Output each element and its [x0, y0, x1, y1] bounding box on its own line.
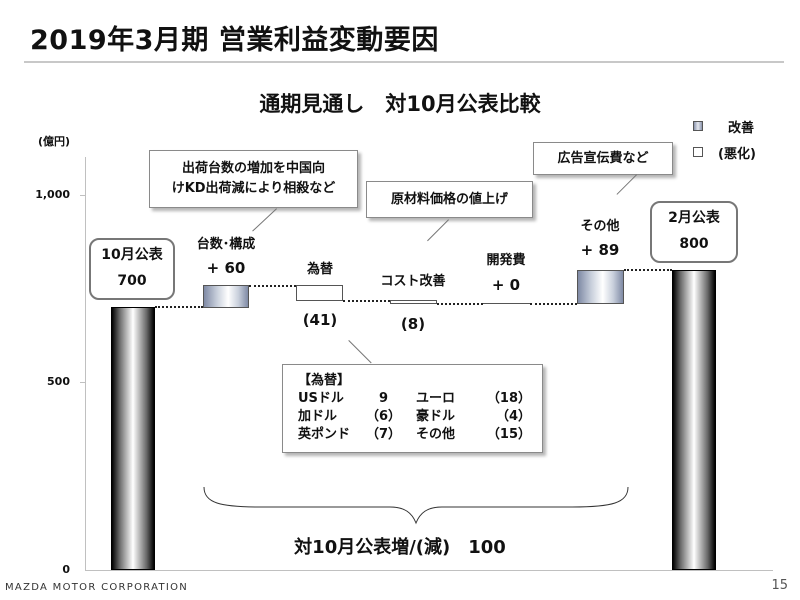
summary-total-change: 対10月公表増/(減) 100	[294, 537, 506, 558]
end-total-title: 2月公表	[668, 210, 720, 226]
bar-cost	[390, 300, 437, 304]
fx-value: 9	[378, 391, 389, 406]
callout-other-leader	[616, 174, 637, 195]
page-number: 15	[771, 578, 788, 593]
summary-brace	[203, 486, 629, 525]
bar-rnd	[483, 303, 530, 304]
fx-value: （15）	[486, 427, 531, 442]
y-tick	[80, 382, 85, 383]
cost-value: (8)	[400, 315, 426, 333]
fx-currency: ユーロ	[416, 391, 456, 406]
callout-volume-line1: 出荷台数の増加を中国向	[181, 161, 325, 176]
rnd-value: + 0	[491, 276, 521, 294]
cost-label: コスト改善	[380, 274, 446, 289]
callout-volume-line2: けKD出荷減により相殺など	[171, 181, 336, 196]
exchange-label: 為替	[306, 262, 333, 277]
fx-value: （4）	[495, 409, 531, 424]
legend-worsen-label: (悪化)	[718, 147, 756, 162]
y-tick-label: 500	[47, 375, 70, 388]
callout-cost-leader	[427, 219, 449, 242]
fx-row: USドル 9 ユーロ （18）	[298, 390, 531, 408]
end-total-box: 2月公表 800	[650, 201, 738, 263]
company-name: MAZDA MOTOR CORPORATION	[5, 582, 189, 593]
x-axis	[85, 570, 773, 571]
fx-currency: その他	[416, 427, 456, 442]
connector-line	[437, 303, 483, 305]
callout-cost: 原材料価格の値上げ	[366, 181, 533, 218]
start-total-title: 10月公表	[101, 247, 163, 263]
callout-volume-leader	[252, 208, 277, 232]
connector-line	[249, 285, 296, 287]
fx-currency: 豪ドル	[416, 409, 456, 424]
legend-improve-swatch	[693, 121, 703, 131]
bar-other	[577, 270, 624, 304]
start-total-box: 10月公表 700	[89, 238, 175, 300]
bar-start-total	[111, 307, 155, 570]
bar-volume-mix	[203, 285, 249, 308]
page-title: 2019年3月期 営業利益変動要因	[30, 25, 439, 56]
end-total-value: 800	[679, 236, 709, 252]
connector-line	[343, 300, 390, 302]
fx-currency: USドル	[298, 391, 344, 406]
connector-line	[155, 306, 203, 308]
fx-value: （6）	[365, 409, 402, 424]
fx-breakdown-box: 【為替】 USドル 9 ユーロ （18） 加ドル （6） 豪ドル （4） 英ポン…	[282, 364, 543, 453]
other-value: + 89	[580, 241, 620, 259]
legend-worsen-swatch	[693, 147, 703, 157]
fx-callout-leader	[348, 340, 372, 364]
fx-value: （7）	[365, 427, 402, 442]
fx-table: USドル 9 ユーロ （18） 加ドル （6） 豪ドル （4） 英ポンド （7）…	[298, 390, 531, 444]
legend-improve-label: 改善	[728, 121, 755, 136]
bar-end-total	[672, 270, 716, 570]
exchange-value: (41)	[302, 311, 338, 329]
y-tick-label: 1,000	[35, 188, 70, 201]
y-axis-unit: (億円)	[38, 135, 71, 148]
fx-value: （18）	[486, 391, 531, 406]
fx-currency: 英ポンド	[298, 427, 351, 442]
callout-other: 広告宣伝費など	[533, 142, 673, 175]
callout-volume: 出荷台数の増加を中国向 けKD出荷減により相殺など	[149, 150, 358, 208]
connector-line	[530, 303, 577, 305]
other-label: その他	[580, 219, 620, 234]
fx-row: 英ポンド （7） その他 （15）	[298, 426, 531, 444]
volume-mix-value: + 60	[206, 259, 246, 277]
bar-exchange	[296, 285, 343, 301]
y-tick	[80, 195, 85, 196]
fx-currency: 加ドル	[298, 409, 338, 424]
fx-heading: 【為替】	[298, 373, 351, 388]
title-divider	[24, 61, 784, 63]
y-axis	[85, 157, 86, 571]
volume-mix-label: 台数･構成	[196, 237, 256, 252]
start-total-value: 700	[117, 273, 147, 289]
y-tick-label: 0	[62, 563, 70, 576]
fx-row: 加ドル （6） 豪ドル （4）	[298, 408, 531, 426]
connector-line	[624, 269, 672, 271]
chart-title: 通期見通し 対10月公表比較	[259, 92, 541, 116]
rnd-label: 開発費	[486, 253, 526, 268]
